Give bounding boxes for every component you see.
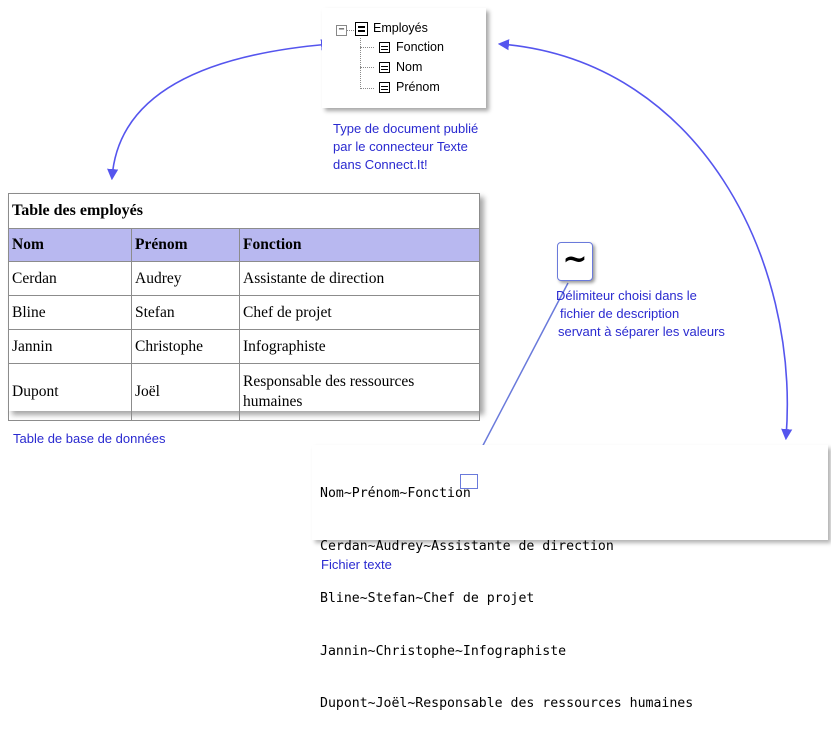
tree-root[interactable]: Employés bbox=[355, 21, 428, 36]
delimiter-highlight-box bbox=[460, 474, 478, 489]
tree-item-prenom[interactable]: Prénom bbox=[379, 80, 440, 94]
delimiter-caption-line: servant à séparer les valeurs bbox=[558, 324, 725, 339]
text-file-line: Jannin~Christophe~Infographiste bbox=[320, 643, 567, 659]
delimiter-caption: Délimiteur choisi dans le fichier de des… bbox=[556, 287, 725, 341]
connector-arrows bbox=[107, 39, 793, 475]
document-icon bbox=[355, 21, 368, 36]
table-cell: Cerdan bbox=[8, 261, 132, 296]
tree-root-label: Employés bbox=[373, 21, 428, 35]
table-row: Bline Stefan Chef de projet bbox=[8, 295, 480, 330]
table-cell: Chef de projet bbox=[239, 295, 480, 330]
tree-caption: Type de document publié par le connecteu… bbox=[333, 120, 478, 174]
delimiter-caption-line: Délimiteur choisi dans le bbox=[556, 288, 697, 303]
table-cell: Audrey bbox=[131, 261, 240, 296]
table-row: Dupont Joël Responsable des ressources h… bbox=[8, 363, 480, 421]
column-header-fonction: Fonction bbox=[239, 228, 480, 262]
tree-caption-line: Type de document publié bbox=[333, 121, 479, 136]
text-file-line: Nom~Prénom~Fonction bbox=[320, 486, 471, 501]
text-file-panel: Nom~Prénom~Fonction Cerdan~Audrey~Assist… bbox=[312, 445, 828, 711]
table-row: Cerdan Audrey Assistante de direction bbox=[8, 261, 480, 296]
tree-caption-line: dans Connect.It! bbox=[333, 157, 428, 172]
tree-panel: − Employés Fonction Nom Prénom bbox=[322, 8, 486, 108]
delimiter-caption-line: fichier de description bbox=[560, 306, 680, 321]
text-file-line: Cerdan~Audrey~Assistante de direction bbox=[320, 538, 614, 554]
delimiter-badge: ~ bbox=[557, 242, 593, 281]
tree-caption-line: par le connecteur Texte bbox=[333, 139, 468, 154]
arrow-tree-to-table bbox=[107, 39, 333, 181]
tree-item-nom[interactable]: Nom bbox=[379, 60, 422, 74]
delimiter-pointer-line bbox=[467, 282, 569, 475]
employee-table-panel: Table des employés Nom Prénom Fonction C… bbox=[8, 193, 480, 421]
employee-table: Table des employés Nom Prénom Fonction C… bbox=[8, 193, 480, 421]
table-cell: Jannin bbox=[8, 329, 132, 364]
text-file-content: Nom~Prénom~Fonction Cerdan~Audrey~Assist… bbox=[320, 450, 693, 748]
table-caption: Table de base de données bbox=[13, 431, 166, 446]
text-file-line: Dupont~Joël~Responsable des ressources h… bbox=[320, 696, 694, 711]
field-icon bbox=[379, 42, 390, 54]
table-cell: Infographiste bbox=[239, 329, 480, 364]
column-header-prenom: Prénom bbox=[131, 228, 240, 262]
table-cell: Assistante de direction bbox=[239, 261, 480, 296]
arrow-tree-to-textfile bbox=[497, 39, 793, 441]
table-cell: Christophe bbox=[131, 329, 240, 364]
column-header-nom: Nom bbox=[8, 228, 132, 262]
tree-item-fonction[interactable]: Fonction bbox=[379, 40, 444, 54]
table-row: Jannin Christophe Infographiste bbox=[8, 329, 480, 364]
tree-item-label: Prénom bbox=[396, 80, 440, 94]
table-header-row: Nom Prénom Fonction bbox=[8, 228, 480, 262]
table-cell: Responsable des ressources humaines bbox=[239, 363, 480, 421]
table-cell: Joël bbox=[131, 363, 240, 421]
tree-item-label: Fonction bbox=[396, 40, 444, 54]
field-icon bbox=[379, 82, 390, 94]
table-cell: Bline bbox=[8, 295, 132, 330]
table-cell: Stefan bbox=[131, 295, 240, 330]
field-icon bbox=[379, 62, 390, 74]
text-file-line: Bline~Stefan~Chef de projet bbox=[320, 591, 535, 606]
table-title: Table des employés bbox=[8, 193, 480, 229]
tree-item-label: Nom bbox=[396, 60, 423, 74]
table-cell: Dupont bbox=[8, 363, 132, 421]
text-file-caption: Fichier texte bbox=[321, 557, 392, 572]
